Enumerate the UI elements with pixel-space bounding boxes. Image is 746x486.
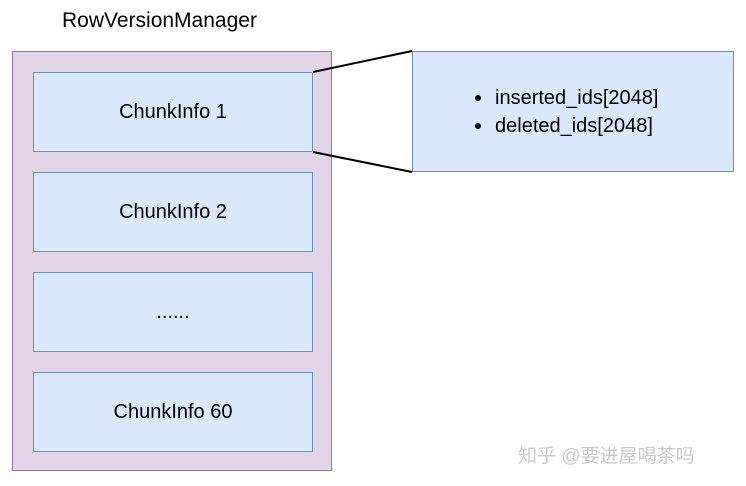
chunk-info-label-1: ChunkInfo 1 xyxy=(119,100,227,123)
chunk-info-box-2: ChunkInfo 2 xyxy=(33,172,313,252)
bullet-icon xyxy=(475,95,481,101)
field-label-inserted-ids: inserted_ids[2048] xyxy=(495,87,659,109)
chunk-info-detail-box: inserted_ids[2048] deleted_ids[2048] xyxy=(412,51,734,172)
diagram-title: RowVersionManager xyxy=(62,9,257,32)
connector-line-top xyxy=(312,50,413,73)
chunk-info-box-1: ChunkInfo 1 xyxy=(33,72,313,152)
field-item-inserted-ids: inserted_ids[2048] xyxy=(475,84,658,112)
chunk-info-box-ellipsis: ...... xyxy=(33,272,313,352)
chunk-info-fields-list: inserted_ids[2048] deleted_ids[2048] xyxy=(475,84,658,140)
field-item-deleted-ids: deleted_ids[2048] xyxy=(475,112,658,140)
chunk-info-label-2: ChunkInfo 2 xyxy=(119,200,227,223)
field-label-deleted-ids: deleted_ids[2048] xyxy=(495,115,653,137)
chunk-info-label-60: ChunkInfo 60 xyxy=(113,400,233,423)
watermark-text: 知乎 @要进屋喝茶吗 xyxy=(518,446,695,467)
chunk-info-label-ellipsis: ...... xyxy=(156,300,190,323)
chunk-info-box-60: ChunkInfo 60 xyxy=(33,372,313,452)
bullet-icon xyxy=(475,123,481,129)
connector-line-bottom xyxy=(312,151,413,173)
